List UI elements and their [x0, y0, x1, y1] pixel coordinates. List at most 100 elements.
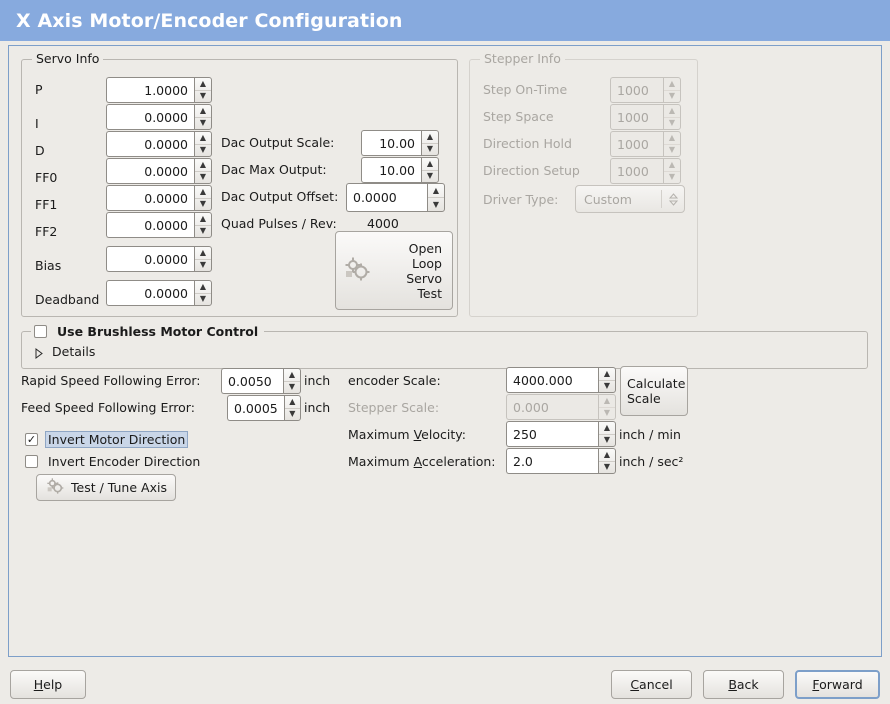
spin-d-buttons[interactable]: ▲ ▼ [194, 131, 212, 157]
spin-down-icon[interactable]: ▼ [195, 258, 211, 272]
spin-up-icon[interactable]: ▲ [199, 213, 207, 223]
spin-deadband-value[interactable]: 0.0000 [106, 280, 194, 306]
spin-feed-speed-following-error-value[interactable]: 0.0005 [227, 395, 284, 421]
spin-down-icon[interactable]: ▼ [195, 224, 211, 238]
spin-p-buttons[interactable]: ▲ ▼ [194, 77, 212, 103]
spin-ff1-buttons[interactable]: ▲ ▼ [194, 185, 212, 211]
spin-up-icon: ▲ [668, 105, 676, 115]
spin-maximum-acceleration-value[interactable]: 2.0 [506, 448, 598, 474]
spin-up-icon[interactable]: ▲ [432, 185, 440, 195]
spin-ff2-value[interactable]: 0.0000 [106, 212, 194, 238]
invert-encoder-direction-checkbox[interactable]: Invert Encoder Direction [25, 453, 203, 470]
spin-ff0-value[interactable]: 0.0000 [106, 158, 194, 184]
spin-deadband-buttons[interactable]: ▲ ▼ [194, 280, 212, 306]
spin-ff1[interactable]: 0.0000 ▲ ▼ [106, 185, 212, 211]
calculate-scale-button[interactable]: Calculate Scale [620, 366, 688, 416]
spin-feed-speed-following-error[interactable]: 0.0005 ▲ ▼ [227, 395, 301, 421]
dialog-titlebar: X Axis Motor/Encoder Configuration [0, 0, 890, 41]
spin-deadband[interactable]: 0.0000 ▲ ▼ [106, 280, 212, 306]
spin-up-icon[interactable]: ▲ [199, 105, 207, 115]
spin-i-value[interactable]: 0.0000 [106, 104, 194, 130]
spin-up-icon[interactable]: ▲ [289, 396, 296, 406]
open-loop-servo-test-button[interactable]: Open Loop Servo Test [335, 231, 453, 310]
spin-dac-max-output-buttons[interactable]: ▲ ▼ [421, 157, 439, 183]
invert-motor-direction-checkbox[interactable]: ✓ Invert Motor Direction [25, 431, 189, 448]
spin-down-icon[interactable]: ▼ [599, 379, 615, 393]
spin-step-space-value: 1000 [610, 104, 663, 130]
spin-dac-max-output-value[interactable]: 10.00 [361, 157, 421, 183]
test-tune-axis-button[interactable]: Test / Tune Axis [36, 474, 176, 501]
spin-maximum-acceleration-buttons[interactable]: ▲ ▼ [598, 448, 616, 474]
chevron-right-icon[interactable] [35, 347, 43, 359]
spin-down-icon[interactable]: ▼ [195, 170, 211, 184]
spin-ff2-buttons[interactable]: ▲ ▼ [194, 212, 212, 238]
spin-up-icon[interactable]: ▲ [603, 368, 611, 378]
spin-down-icon[interactable]: ▼ [195, 292, 211, 306]
spin-down-icon[interactable]: ▼ [428, 197, 444, 211]
spin-rapid-speed-following-error-value[interactable]: 0.0050 [221, 368, 283, 394]
spin-ff2[interactable]: 0.0000 ▲ ▼ [106, 212, 212, 238]
spin-maximum-velocity[interactable]: 250 ▲ ▼ [506, 421, 616, 447]
spin-maximum-velocity-value[interactable]: 250 [506, 421, 598, 447]
spin-up-icon[interactable]: ▲ [199, 159, 207, 169]
spin-dac-output-scale[interactable]: 10.00 ▲ ▼ [361, 130, 439, 156]
spin-down-icon[interactable]: ▼ [195, 89, 211, 103]
label-p: P [35, 82, 43, 97]
spin-feed-buttons[interactable]: ▲ ▼ [283, 395, 301, 421]
spin-down-icon[interactable]: ▼ [195, 116, 211, 130]
spin-up-icon[interactable]: ▲ [603, 422, 611, 432]
spin-down-icon[interactable]: ▼ [422, 142, 438, 156]
spin-maximum-acceleration[interactable]: 2.0 ▲ ▼ [506, 448, 616, 474]
spin-ff0[interactable]: 0.0000 ▲ ▼ [106, 158, 212, 184]
spin-dac-output-offset[interactable]: 0.0000 ▲ ▼ [346, 183, 445, 212]
spin-up-icon[interactable]: ▲ [426, 158, 434, 168]
spin-down-icon[interactable]: ▼ [195, 197, 211, 211]
checkbox-box[interactable]: ✓ [25, 433, 38, 446]
use-brushless-motor-control-checkbox[interactable]: Use Brushless Motor Control [31, 323, 265, 340]
spin-up-icon[interactable]: ▲ [199, 132, 207, 142]
back-button[interactable]: Back [703, 670, 784, 699]
spin-encoder-scale[interactable]: 4000.000 ▲ ▼ [506, 367, 616, 393]
spin-down-icon[interactable]: ▼ [599, 433, 615, 447]
spin-bias-buttons[interactable]: ▲ ▼ [194, 246, 212, 272]
spin-up-icon[interactable]: ▲ [603, 449, 611, 459]
spin-dac-max-output[interactable]: 10.00 ▲ ▼ [361, 157, 439, 183]
spin-down-icon[interactable]: ▼ [284, 407, 300, 421]
spin-up-icon[interactable]: ▲ [288, 369, 296, 379]
spin-up-icon[interactable]: ▲ [199, 186, 207, 196]
spin-p-value[interactable]: 1.0000 [106, 77, 194, 103]
details-disclosure[interactable]: Details [35, 344, 95, 359]
spin-encoder-scale-value[interactable]: 4000.000 [506, 367, 598, 393]
spin-down-icon[interactable]: ▼ [284, 380, 300, 394]
spin-encoder-scale-buttons[interactable]: ▲ ▼ [598, 367, 616, 393]
spin-rapid-speed-following-error[interactable]: 0.0050 ▲ ▼ [221, 368, 301, 394]
spin-ff0-buttons[interactable]: ▲ ▼ [194, 158, 212, 184]
spin-up-icon[interactable]: ▲ [199, 78, 207, 88]
checkbox-box[interactable] [25, 455, 38, 468]
spin-up-icon[interactable]: ▲ [199, 281, 207, 291]
spin-down-icon[interactable]: ▼ [422, 169, 438, 183]
spin-i-buttons[interactable]: ▲ ▼ [194, 104, 212, 130]
spin-dac-output-scale-buttons[interactable]: ▲ ▼ [421, 130, 439, 156]
spin-maximum-velocity-buttons[interactable]: ▲ ▼ [598, 421, 616, 447]
spin-up-icon[interactable]: ▲ [426, 131, 434, 141]
spin-bias[interactable]: 0.0000 ▲ ▼ [106, 246, 212, 272]
help-button[interactable]: Help [10, 670, 86, 699]
spin-up-icon[interactable]: ▲ [199, 247, 207, 257]
spin-rapid-buttons[interactable]: ▲ ▼ [283, 368, 301, 394]
forward-button[interactable]: Forward [795, 670, 880, 699]
checkbox-box[interactable] [34, 325, 47, 338]
cancel-button[interactable]: Cancel [611, 670, 692, 699]
spin-dac-output-offset-buttons[interactable]: ▲ ▼ [427, 183, 445, 212]
spin-down-icon[interactable]: ▼ [195, 143, 211, 157]
spin-d-value[interactable]: 0.0000 [106, 131, 194, 157]
brushless-frame [21, 331, 868, 369]
spin-i[interactable]: 0.0000 ▲ ▼ [106, 104, 212, 130]
spin-p[interactable]: 1.0000 ▲ ▼ [106, 77, 212, 103]
spin-dac-output-scale-value[interactable]: 10.00 [361, 130, 421, 156]
spin-d[interactable]: 0.0000 ▲ ▼ [106, 131, 212, 157]
spin-dac-output-offset-value[interactable]: 0.0000 [346, 183, 427, 212]
spin-bias-value[interactable]: 0.0000 [106, 246, 194, 272]
spin-ff1-value[interactable]: 0.0000 [106, 185, 194, 211]
spin-down-icon[interactable]: ▼ [599, 460, 615, 474]
